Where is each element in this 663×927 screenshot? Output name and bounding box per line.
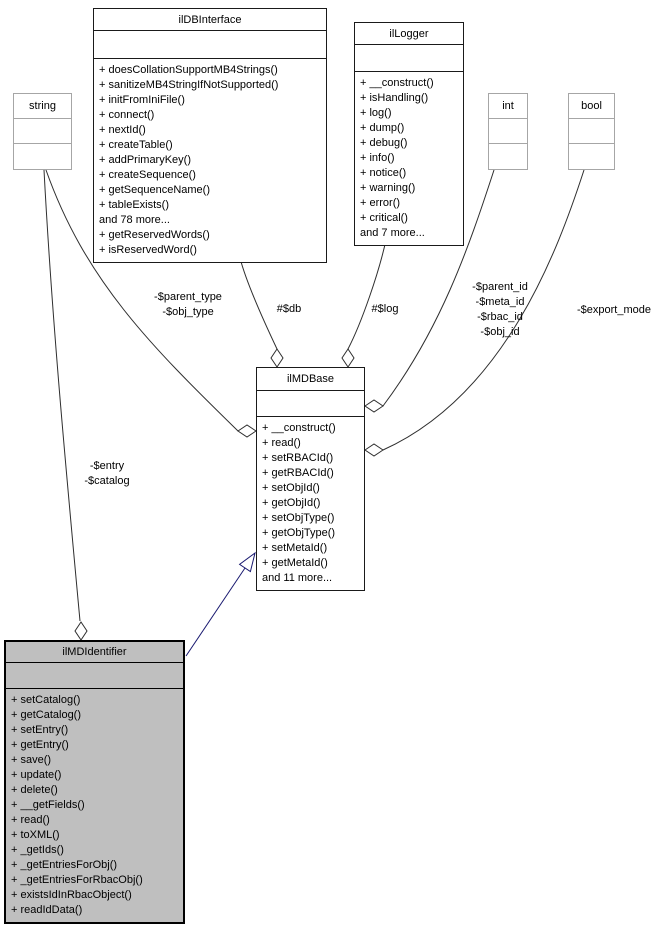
class-box-illogger[interactable]: ilLogger + __construct()+ isHandling()+ … [354,22,464,246]
class-box-bool[interactable]: bool [568,93,615,170]
class-title-ilmdbase: ilMDBase [257,368,364,391]
class-title-int: int [489,94,527,119]
class-methods-bool [569,144,614,152]
edge-label-export-mode: -$export_mode [577,304,651,316]
aggregation-diamond-ilmdbase-db [270,348,284,368]
class-methods-ilmdbase: + __construct()+ read()+ setRBACId()+ ge… [262,422,336,584]
edge-inheritance-ilmdidentifier-to-ilmdbase [185,567,246,657]
edge-illogger-to-ilmdbase [347,239,387,350]
aggregation-diamond-ilmdbase-ids [364,399,384,413]
class-title-illogger: ilLogger [355,23,463,45]
class-box-ilmdbase[interactable]: ilMDBase + __construct()+ read()+ setRBA… [256,367,365,591]
edge-string-to-ilmdidentifier [43,169,81,622]
class-title-ildbinterface: ilDBInterface [94,9,326,31]
class-attributes-illogger [355,45,463,72]
class-attributes-ilmdbase [257,391,364,417]
class-attributes-int [489,119,527,144]
edge-label-log: #$log [371,303,399,315]
class-methods-ilmdidentifier: + setCatalog()+ getCatalog()+ setEntry()… [11,694,143,916]
aggregation-diamond-ilmdidentifier-entry [74,621,88,641]
class-title-string: string [14,94,71,119]
class-title-ilmdidentifier: ilMDIdentifier [6,642,183,663]
edge-int-to-ilmdbase [382,169,495,407]
edge-label-parent-type-obj-type: -$parent_type-$obj_type [154,291,222,318]
edge-label-entry-catalog: -$entry-$catalog [84,460,130,487]
aggregation-diamond-ilmdbase-parent-type [237,424,257,438]
class-methods-string [14,144,71,152]
edge-string-to-ilmdbase [45,169,239,432]
class-methods-int [489,144,527,152]
class-attributes-bool [569,119,614,144]
class-box-int[interactable]: int [488,93,528,170]
class-attributes-ilmdidentifier [6,663,183,689]
class-attributes-ildbinterface [94,31,326,59]
class-methods-illogger: + __construct()+ isHandling()+ log()+ du… [360,77,434,239]
edge-bool-to-ilmdbase [382,169,585,451]
class-title-bool: bool [569,94,614,119]
class-methods-ildbinterface: + doesCollationSupportMB4Strings()+ sani… [99,64,279,256]
aggregation-diamond-ilmdbase-log [341,348,355,368]
edge-ildbinterface-to-ilmdbase [239,257,278,350]
class-attributes-string [14,119,71,144]
aggregation-diamond-ilmdbase-export-mode [364,443,384,457]
class-box-ildbinterface[interactable]: ilDBInterface + doesCollationSupportMB4S… [93,8,327,263]
edge-label-ids: -$parent_id-$meta_id-$rbac_id-$obj_id [472,281,528,338]
class-box-string[interactable]: string [13,93,72,170]
class-box-ilmdidentifier[interactable]: ilMDIdentifier + setCatalog()+ getCatalo… [4,640,185,924]
inheritance-arrowhead [238,551,256,573]
edge-label-db: #$db [276,303,302,315]
